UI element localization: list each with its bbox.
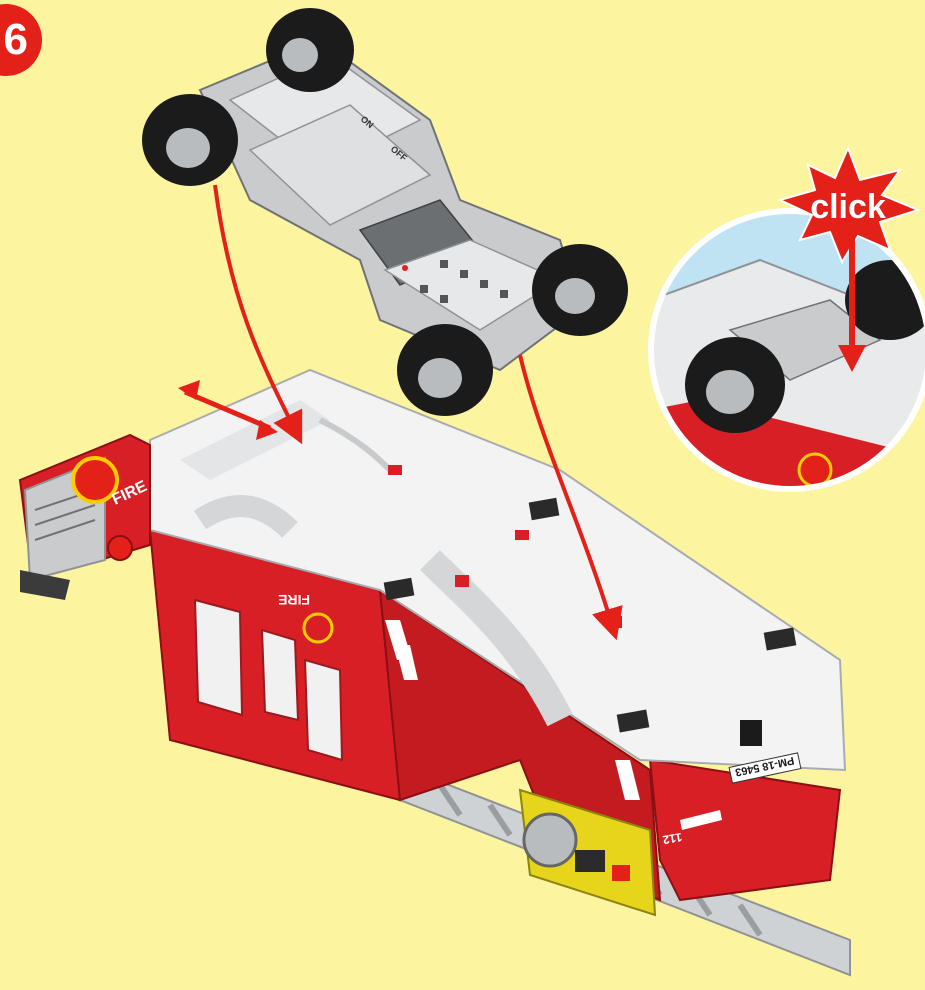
tire-bottom [397,324,493,416]
tire-left [142,94,238,186]
tire-right [532,244,628,336]
tire-top-left [266,8,354,92]
truck-cab [20,435,150,600]
side-fire-label: FIRE [278,592,310,608]
click-label: click [810,188,886,226]
fire-emblem-side [304,614,332,642]
wheel-chassis: ON OFF [142,8,628,416]
